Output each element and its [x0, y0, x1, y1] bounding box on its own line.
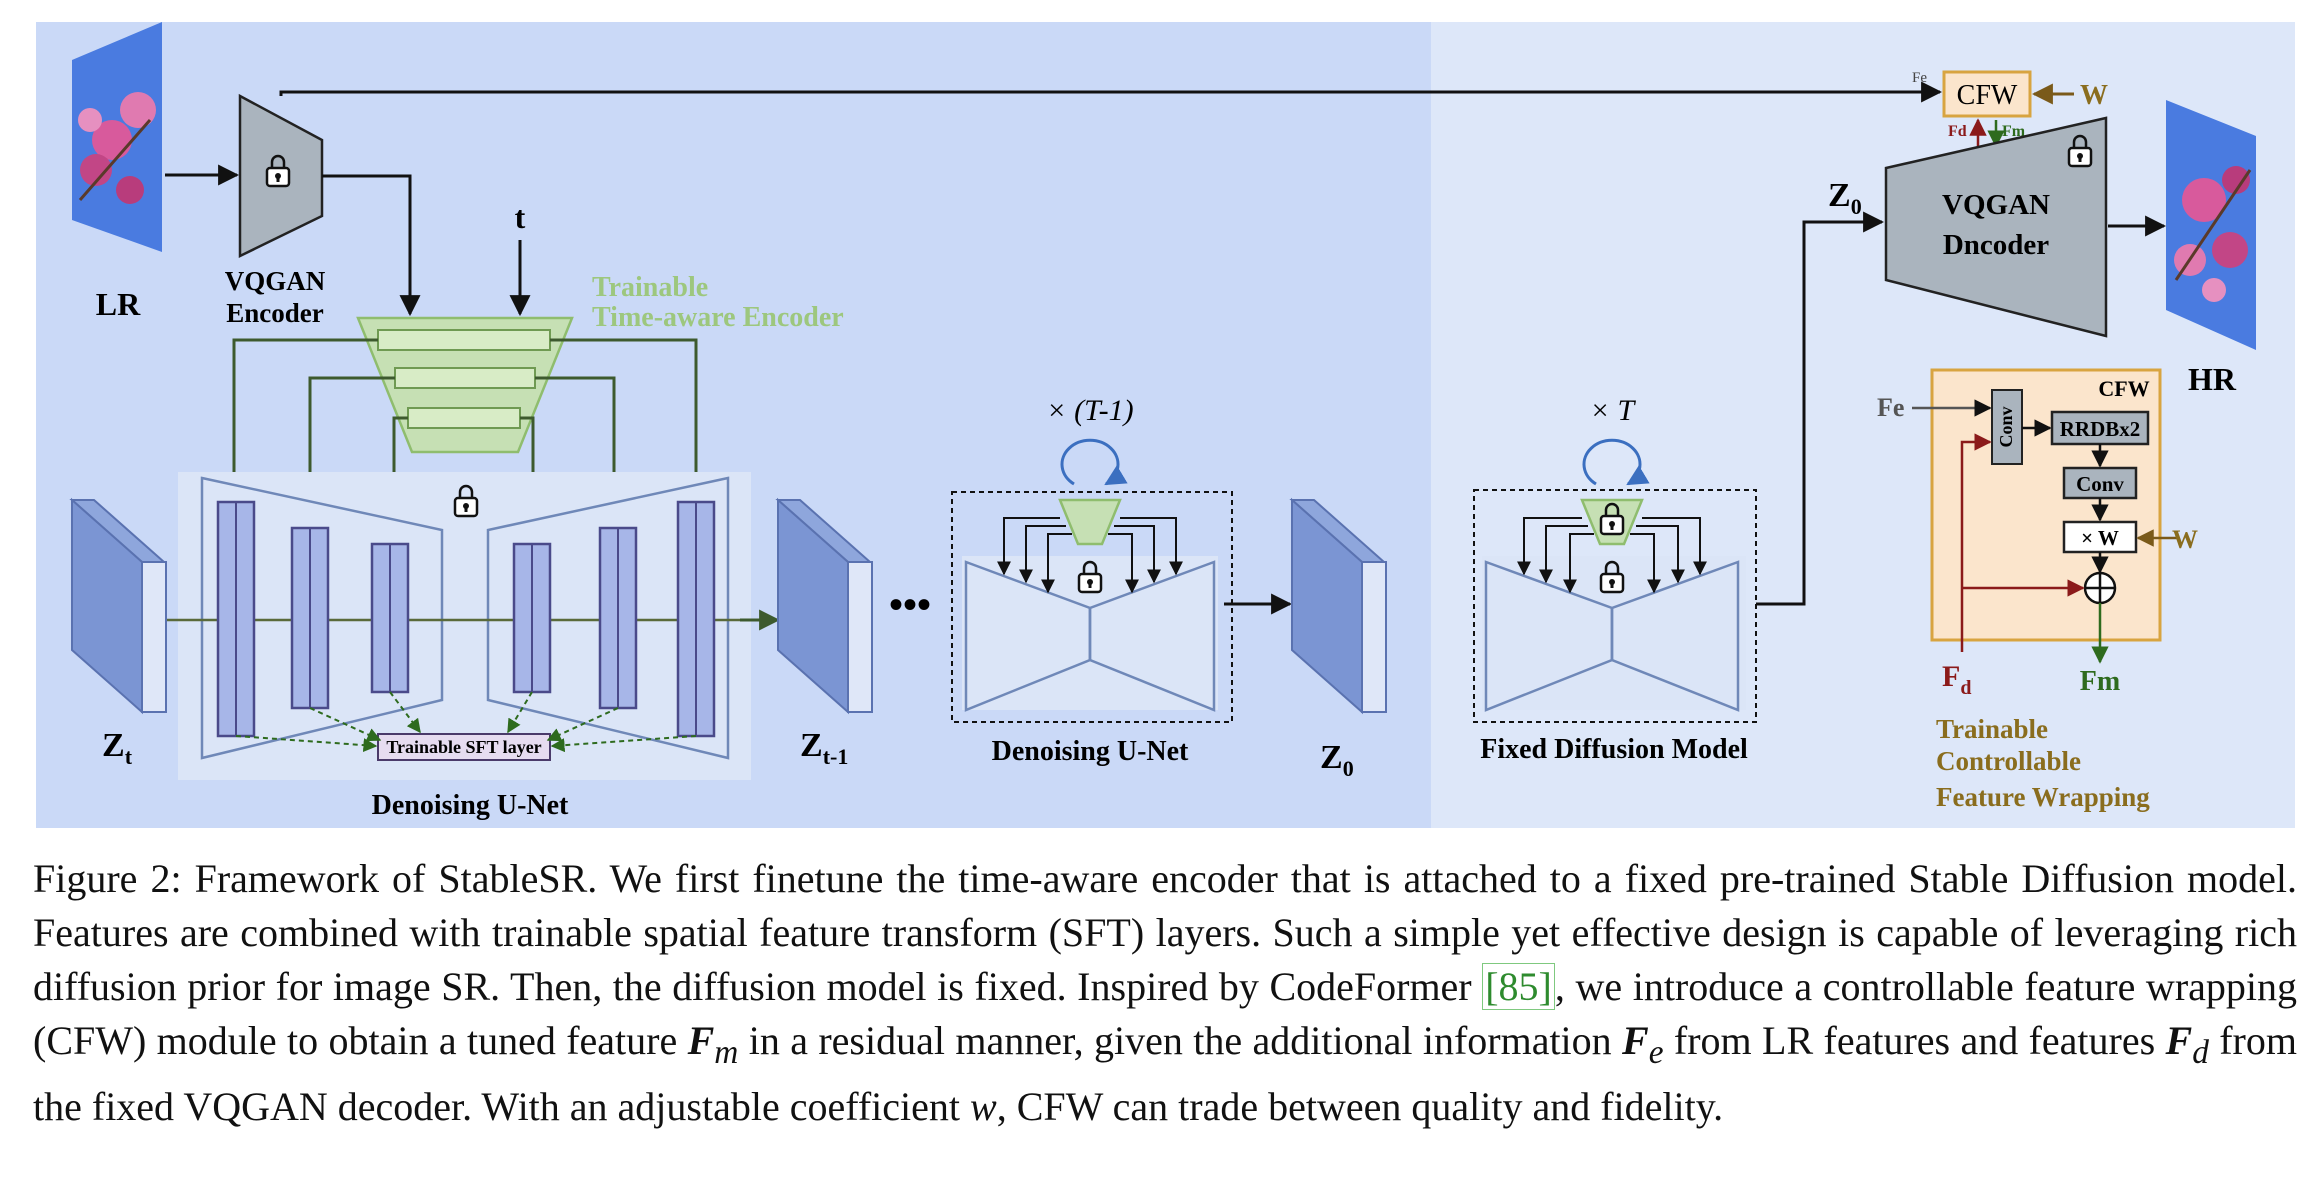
times-w-block: [2062, 520, 2138, 554]
cfw-top-box: [1942, 70, 2032, 118]
t-label: t: [515, 199, 526, 235]
ellipsis: •••: [889, 582, 931, 627]
denoising-unet-2-label: Denoising U-Net: [992, 736, 1189, 767]
z-0b-label: Z0: [1828, 177, 1862, 219]
framework-figure: LR VQGAN Encoder t Trainable Time-aware …: [36, 22, 2295, 828]
fixed-diffusion-label: Fixed Diffusion Model: [1480, 734, 1748, 765]
z-t1-latent: [775, 497, 873, 715]
lr-label: LR: [96, 286, 141, 322]
cfw-caption-2: Controllable: [1936, 746, 2081, 776]
z-0-latent: [1289, 497, 1387, 715]
fe-label: Fe: [1877, 393, 1904, 422]
fm-small-label: Fm: [2002, 123, 2026, 140]
w-top-label: W: [2080, 80, 2108, 111]
w-label: W: [2172, 525, 2198, 554]
fe-subscript: e: [1648, 1034, 1664, 1071]
vqgan-encoder-label-2: Encoder: [226, 298, 324, 328]
figure-caption: Figure 2: Framework of StableSR. We firs…: [33, 852, 2297, 1134]
caption-text-1: Figure 2: Framework of StableSR. We firs…: [33, 856, 2297, 1009]
conv-vertical-label: Conv: [1996, 406, 2016, 447]
caption-text-3: in a residual manner, given the addition…: [738, 1018, 1623, 1063]
hr-image: [2166, 100, 2256, 350]
z-0a-label: Z0: [1320, 739, 1354, 781]
fixed-diffusion-box: [1473, 489, 1757, 723]
z-t-label: Zt: [102, 727, 133, 769]
rrdb-block: [2050, 410, 2150, 446]
denoising-unet-label: Denoising U-Net: [372, 790, 569, 821]
cfw-box-title: CFW: [2098, 376, 2149, 401]
vqgan-decoder-label-1: VQGAN: [1942, 189, 2050, 221]
fm-symbol: F: [687, 1018, 715, 1063]
vqgan-decoder: [1884, 116, 2108, 338]
cfw-caption-1: Trainable: [1936, 714, 2048, 744]
trainable-encoder-label-1: Trainable: [592, 272, 708, 303]
caption-text-6: , CFW can trade between quality and fide…: [996, 1084, 1724, 1129]
hr-label: HR: [2188, 361, 2237, 397]
fm-subscript: m: [714, 1034, 739, 1071]
lr-image: [72, 22, 162, 252]
w-symbol: w: [970, 1084, 997, 1129]
add-operator: [2083, 571, 2117, 605]
vqgan-decoder-label-2: Dncoder: [1943, 229, 2049, 261]
denoising-unet-2-box: [951, 491, 1233, 723]
fd-symbol: F: [2165, 1018, 2193, 1063]
caption-text-4: from LR features and features: [1663, 1018, 2166, 1063]
fm-label: Fm: [2080, 666, 2120, 697]
fd-label: Fd: [1942, 660, 1971, 699]
fe-small-label: Fe: [1912, 70, 1927, 86]
times-w-label: × W: [2081, 526, 2119, 550]
times-t1-label: × (T-1): [1046, 394, 1133, 427]
fe-symbol: F: [1622, 1018, 1649, 1063]
caption-text-5: from the fixed VQGAN decoder. With an ad…: [33, 1018, 2297, 1129]
caption-text-2: , we introduce a controllable feature wr…: [33, 964, 2298, 1063]
trainable-encoder-label-2: Time-aware Encoder: [592, 302, 844, 333]
fd-small-label: Fd: [1948, 123, 1967, 140]
sft-layer-label: Trainable SFT layer: [386, 737, 541, 757]
times-t-label: × T: [1590, 394, 1637, 427]
vqgan-encoder-label-1: VQGAN: [225, 266, 326, 296]
citation-link[interactable]: [85]: [1482, 963, 1555, 1010]
fd-subscript: d: [2192, 1034, 2209, 1071]
rrdb-label: RRDBx2: [2060, 417, 2141, 441]
cfw-caption-3: Feature Wrapping: [1936, 782, 2150, 812]
z-t1-label: Zt-1: [800, 727, 848, 769]
cfw-detail-box: [1930, 368, 2162, 642]
sft-layer: [377, 733, 551, 761]
conv-label: Conv: [2076, 472, 2124, 496]
z-t-latent: [69, 497, 167, 715]
cfw-top-label: CFW: [1957, 80, 2018, 111]
